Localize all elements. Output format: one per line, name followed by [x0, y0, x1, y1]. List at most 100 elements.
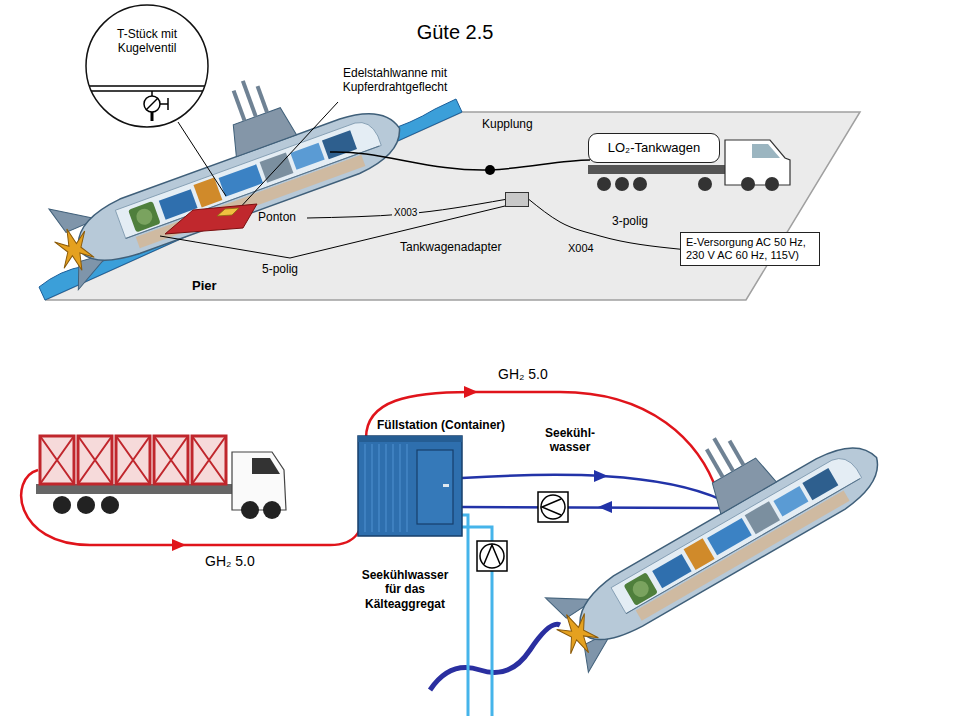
power-box: E-Versorgung AC 50 Hz, 230 V AC 60 Hz, 1… [680, 232, 820, 266]
truck-chassis [588, 165, 728, 174]
container-rim [358, 436, 462, 442]
wheel [615, 177, 629, 191]
callout-circle: T-Stück mit Kugelventil [84, 3, 210, 129]
container-rib [406, 444, 407, 532]
cooling-pipe [462, 515, 468, 716]
steel-tray [217, 208, 239, 216]
callout-ground [86, 5, 208, 127]
node-label: Ponton [258, 210, 296, 224]
valve-stem [151, 112, 154, 121]
bundle-cross [116, 436, 150, 484]
truck-cab [725, 140, 790, 185]
container-drawing [355, 418, 530, 538]
cable-label: 3-polig [612, 214, 648, 228]
text-holder: LO₂-Tankwagen [595, 140, 713, 156]
bundle-frame [192, 436, 226, 484]
bundle-cross [78, 436, 112, 484]
truck-cab [232, 452, 286, 510]
valve-handle [167, 98, 169, 110]
flow-arrow [172, 539, 186, 551]
water-wave [430, 624, 560, 690]
label-holder: Seekühlwasser für das Kälteaggregat [352, 568, 458, 611]
submarine [513, 373, 897, 676]
label-holder: GH₂ 5.0 [498, 366, 548, 383]
connector-label: X004 [566, 242, 596, 255]
text-holder: Füllstation (Container) [377, 418, 505, 432]
valve-handle [160, 103, 168, 105]
part-label: Edelstahlwanne mit Kupferdrahtgeflecht [330, 66, 460, 95]
wheel [241, 501, 259, 519]
flow-arrow [464, 386, 478, 398]
edge-label-holder: X003 [392, 207, 419, 219]
diagram-title: Güte 2.5 [0, 20, 910, 44]
wheel [101, 496, 119, 514]
wheel [53, 496, 71, 514]
callout-outline [84, 3, 210, 129]
node-label: T-Stück mit Kugelventil [102, 27, 192, 56]
container-door [417, 450, 453, 524]
hydrogen-line [21, 470, 364, 545]
text-holder: T-Stück mit Kugelventil [102, 27, 192, 56]
label-holder: Edelstahlwanne mit Kupferdrahtgeflecht [330, 66, 460, 95]
container-box: Füllstation (Container) [355, 418, 530, 538]
label-holder: 3-polig [612, 214, 648, 228]
cable-connector [529, 200, 680, 250]
connector-label: X003 [392, 207, 419, 219]
seawater-line [462, 475, 722, 500]
pump-symbol [477, 541, 507, 571]
part-label: Kupplung [482, 117, 533, 131]
flow-arrow [598, 501, 612, 513]
bundle-frame [40, 436, 74, 484]
pipe-line [91, 90, 203, 92]
medium-label: GH₂ 5.0 [205, 553, 255, 570]
label-holder: 5-polig [262, 262, 298, 276]
label-holder: Kupplung [482, 117, 533, 131]
wheel [765, 177, 779, 191]
label-holder: Seekühl- wasser [538, 426, 602, 455]
ponton-shape: Ponton [165, 200, 307, 236]
medium-label: Seekühl- wasser [538, 426, 602, 455]
container-rib [392, 444, 393, 532]
door-handle [443, 484, 449, 487]
adapter-box: Tankwagenadapter [398, 190, 534, 258]
cab-window [252, 458, 280, 474]
medium-label: Seekühlwasser für das Kälteaggregat [352, 568, 458, 611]
valve-slash [146, 98, 158, 110]
container-rib [378, 444, 379, 532]
flow-arrow [594, 470, 608, 482]
text-holder: Tankwagenadapter [400, 240, 501, 254]
wheel [597, 177, 611, 191]
callout-circle-line [86, 5, 208, 127]
gas-bundle [40, 436, 226, 484]
cab-window [752, 144, 780, 158]
text-holder: Ponton [258, 210, 296, 224]
leader-line [236, 102, 338, 212]
bundle-cross [192, 436, 226, 484]
pump-symbol [538, 492, 568, 522]
bundle-cross [154, 436, 188, 484]
bundle-frame [154, 436, 188, 484]
ponton-plate [165, 204, 257, 234]
edge-label-holder: X004 [566, 242, 596, 255]
wheel [698, 177, 712, 191]
container-rib [371, 444, 372, 532]
ball-valve [144, 96, 160, 112]
leader-line [178, 122, 226, 196]
pipe-line [89, 85, 205, 87]
tank-box: LO₂-Tankwagen [588, 133, 720, 163]
wheel [77, 496, 95, 514]
bundle-cross [40, 436, 74, 484]
hose [330, 152, 590, 170]
bundle-frame [116, 436, 150, 484]
node-label: E-Versorgung AC 50 Hz, 230 V AC 60 Hz, 1… [686, 236, 814, 262]
container-rib [399, 444, 400, 532]
wheel [263, 501, 281, 519]
wheel [741, 177, 755, 191]
adapter-shape [505, 192, 529, 207]
bundle-frame [78, 436, 112, 484]
coupling-dot [485, 165, 495, 175]
